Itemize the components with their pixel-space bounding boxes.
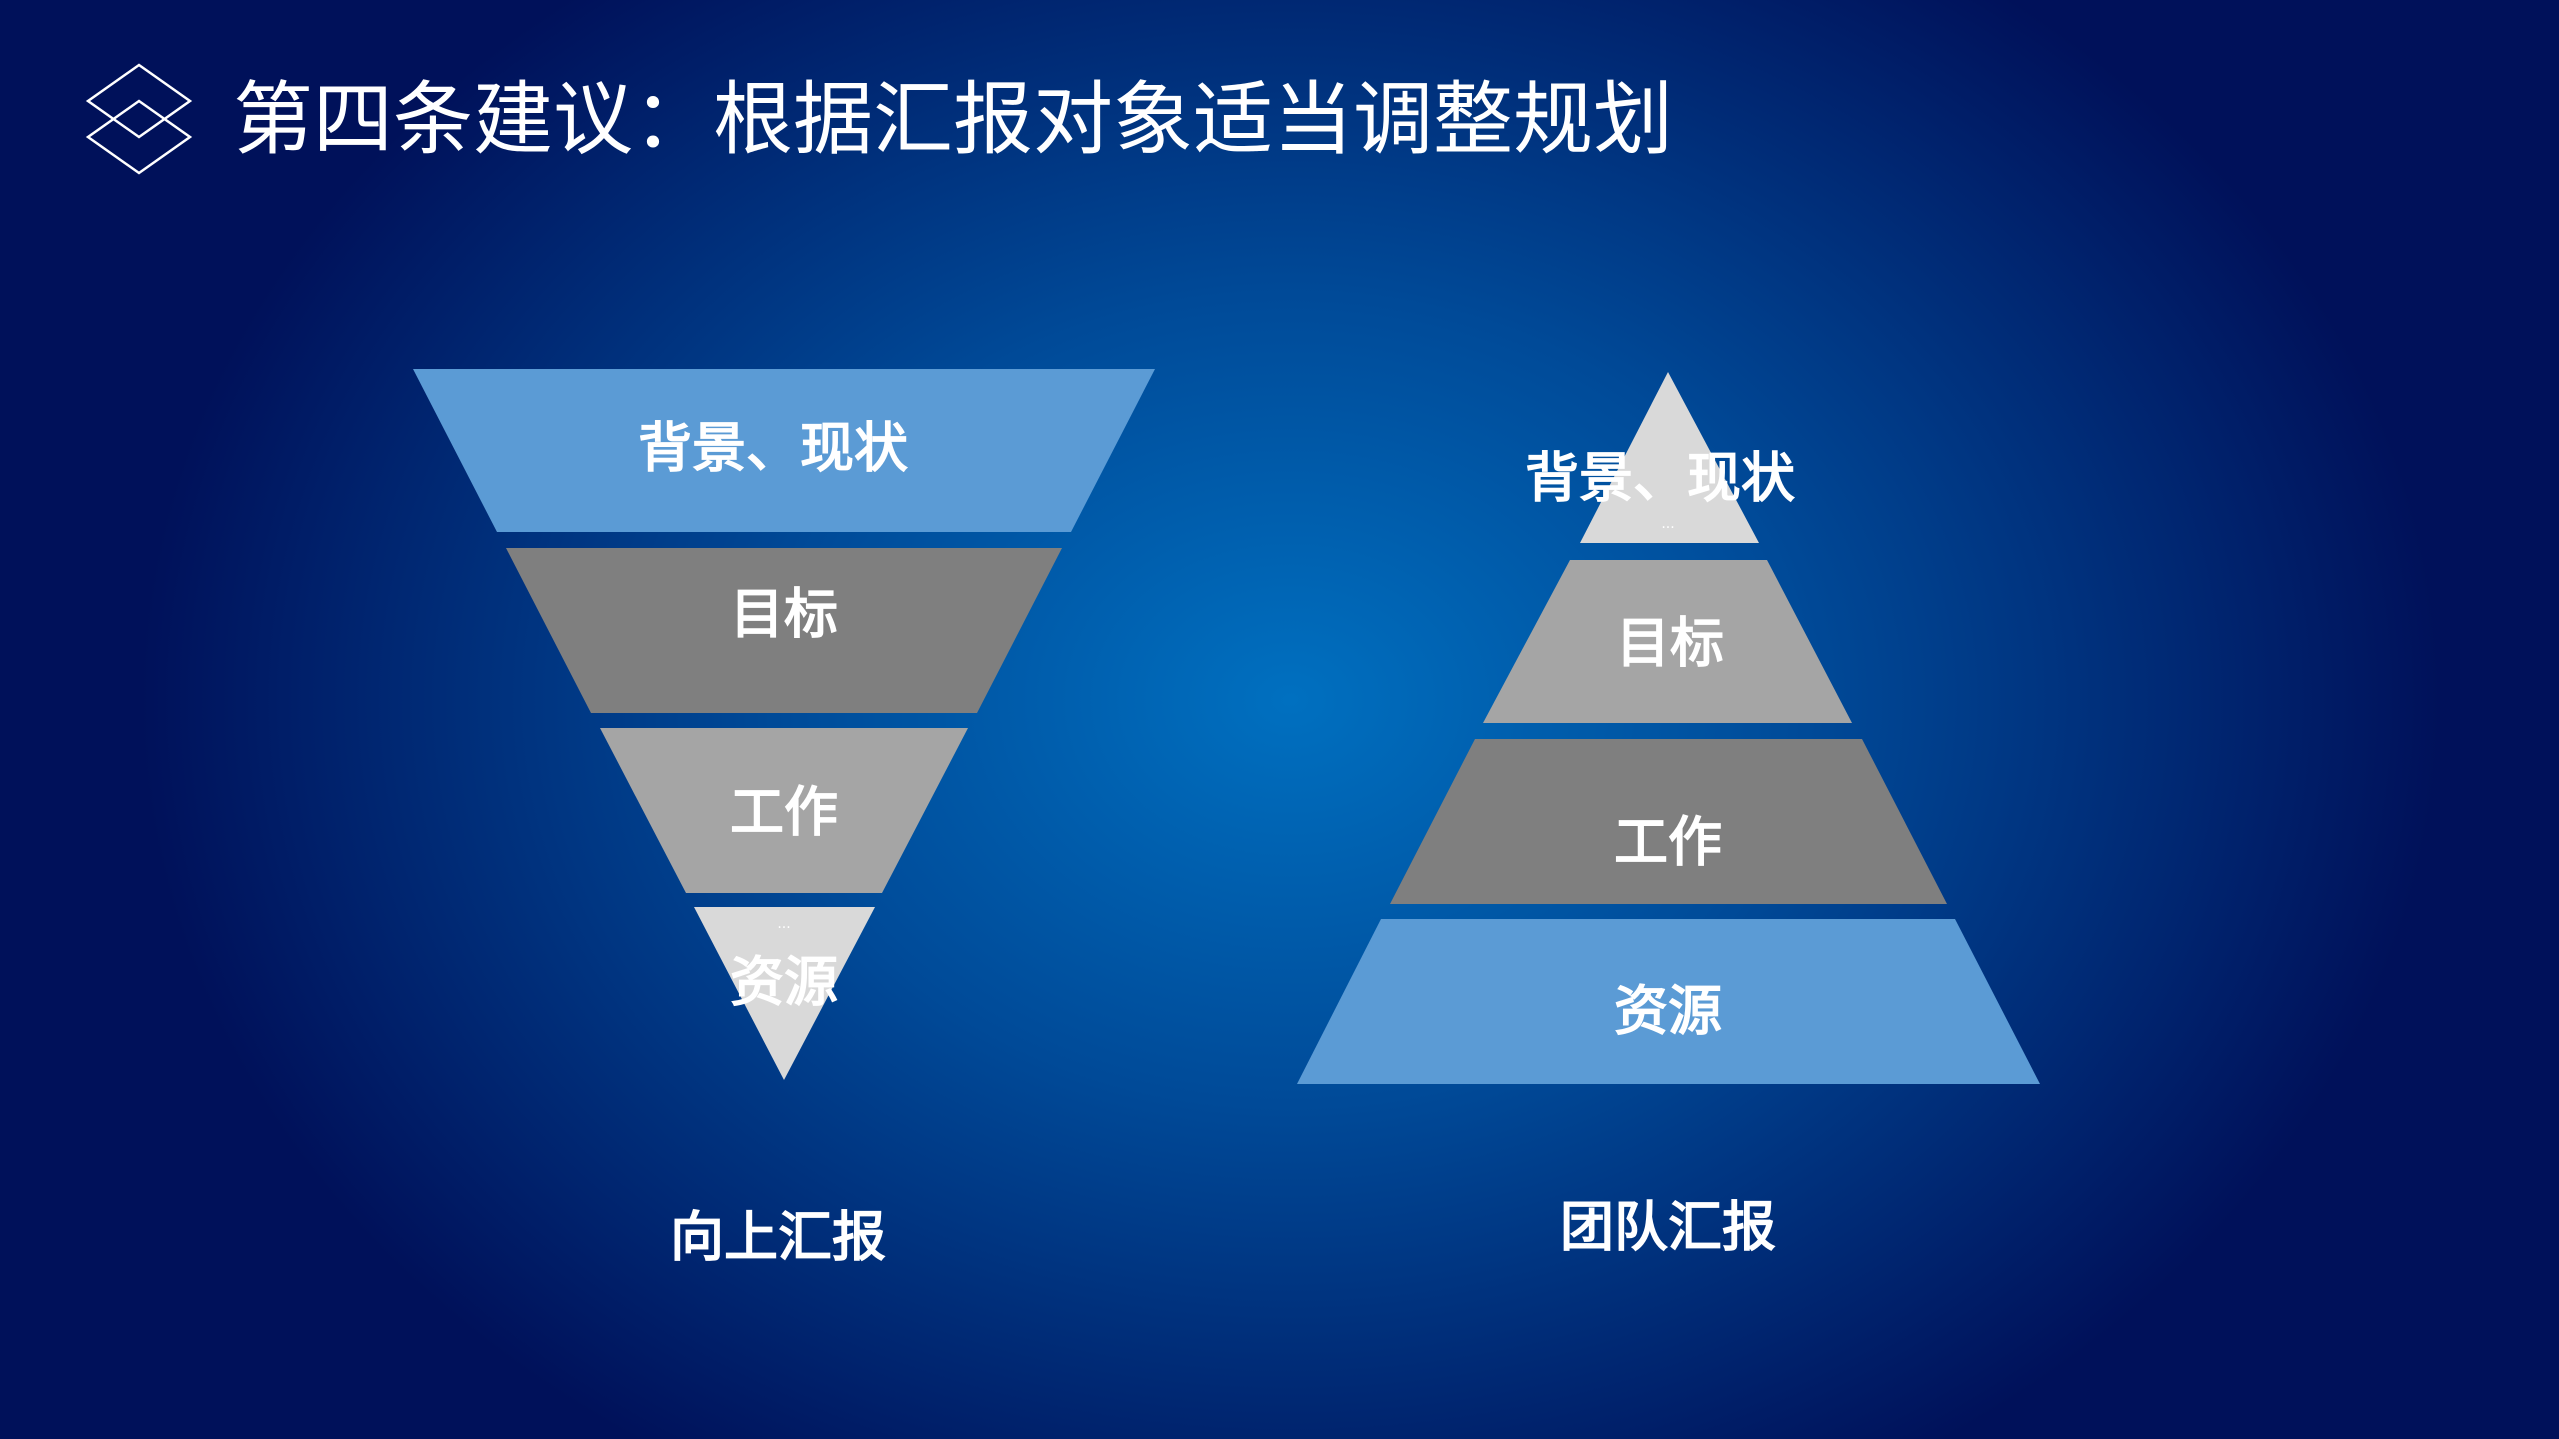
pyramid-label-3: 工作 — [1614, 811, 1722, 874]
pyramid-level-1 — [1580, 372, 1759, 543]
funnel-diagram: 背景、现状 目标 工作 ... 资源 向上汇报 — [413, 369, 1155, 1269]
funnel-overflow-marker: ... — [777, 916, 790, 932]
pyramid-level-2 — [1483, 560, 1852, 723]
pyramid-label-1: 背景、现状 — [1525, 447, 1796, 510]
pyramid-level-4 — [1297, 919, 2040, 1084]
funnel-level-4 — [694, 907, 875, 1080]
funnel-label-4: 资源 — [730, 951, 838, 1014]
funnel-label-2: 目标 — [730, 583, 838, 646]
page-title: 第四条建议：根据汇报对象适当调整规划 — [233, 73, 1673, 166]
pyramid-overflow-marker: ... — [1661, 516, 1674, 532]
pyramid-level-3 — [1390, 739, 1947, 904]
pyramid-label-4: 资源 — [1614, 980, 1722, 1043]
pyramid-diagram: 背景、现状 ... 目标 工作 资源 团队汇报 — [1297, 372, 2040, 1259]
pyramid-label-2: 目标 — [1616, 612, 1724, 675]
layers-diamond-icon — [85, 63, 193, 175]
funnel-label-3: 工作 — [730, 781, 838, 844]
funnel-level-1 — [413, 369, 1155, 532]
funnel-caption: 向上汇报 — [670, 1206, 886, 1269]
funnel-label-1: 背景、现状 — [638, 417, 909, 480]
funnel-level-3 — [600, 728, 968, 893]
pyramid-caption: 团队汇报 — [1560, 1196, 1776, 1259]
funnel-level-2 — [506, 548, 1062, 713]
